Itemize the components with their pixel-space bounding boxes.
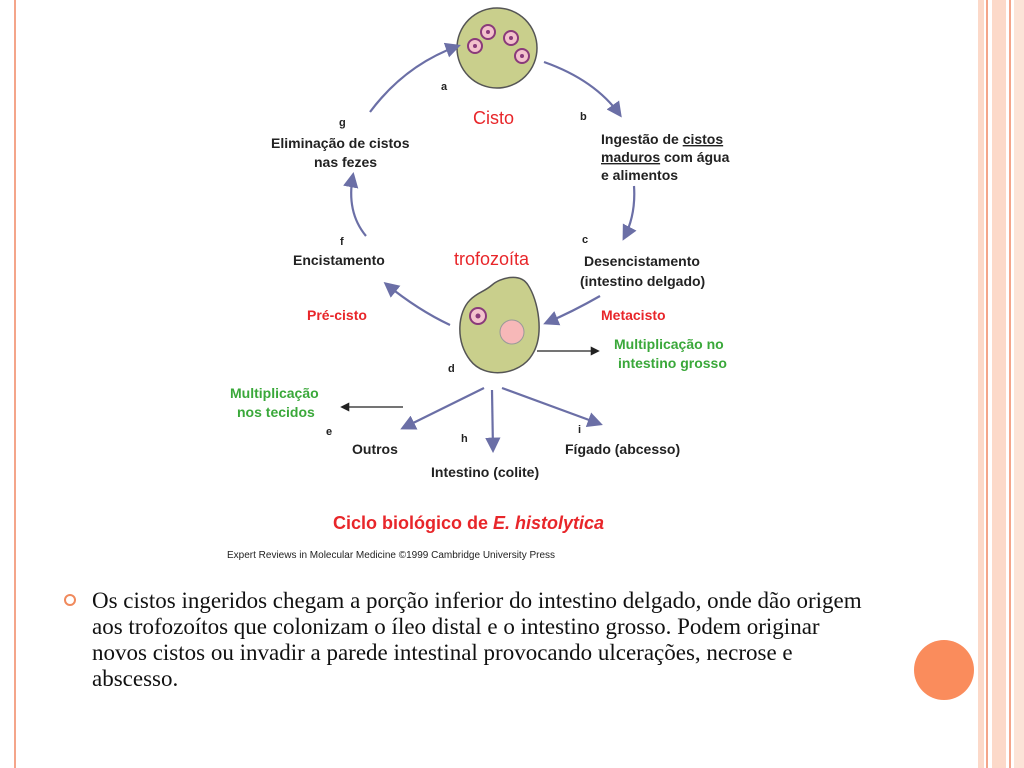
diagram-caption-prefix: Ciclo biológico de <box>333 513 493 533</box>
ingestion-label-line1: Ingestão de cistos <box>601 131 723 147</box>
ingestion-label-line2: maduros com água <box>601 149 730 165</box>
arrow-to-outros <box>400 387 485 430</box>
cyst-illustration <box>456 7 538 89</box>
metacyst-label: Metacisto <box>601 307 666 323</box>
excystation-label-line2: (intestino delgado) <box>580 273 705 289</box>
ingestion-label-underlined-1: cistos <box>683 131 724 147</box>
arrow-cyst-to-ingestion <box>543 60 622 118</box>
stage-letter-a: a <box>441 81 448 93</box>
image-credit: Expert Reviews in Molecular Medicine ©19… <box>227 550 556 561</box>
cyst-label: Cisto <box>473 108 514 128</box>
multiplication-intestine-line1: Multiplicação no <box>614 336 724 352</box>
arrow-to-figado <box>501 386 603 427</box>
multiplication-tissues-line1: Multiplicação <box>230 385 319 401</box>
bullet-circle-icon <box>64 594 76 606</box>
trophozoite-label: trofozoíta <box>454 249 530 269</box>
multiplication-intestine-line2: intestino grosso <box>618 355 727 371</box>
diagram-caption: Ciclo biológico de E. histolytica <box>333 513 604 533</box>
stage-letter-d: d <box>448 363 455 375</box>
ingestion-label-suffix: com água <box>660 149 729 165</box>
intestine-colitis-label: Intestino (colite) <box>431 464 539 480</box>
multiplication-tissues-line2: nos tecidos <box>237 404 315 420</box>
arrow-encystation-to-elimination <box>343 171 367 237</box>
arrow-metacyst-to-trophozoite <box>543 295 601 326</box>
diagram-caption-species: E. histolytica <box>493 513 604 533</box>
bullet-text: Os cistos ingeridos chegam a porção infe… <box>92 588 862 691</box>
arrow-elimination-to-cyst <box>369 42 461 113</box>
stage-letter-e: e <box>326 426 332 438</box>
stage-letter-g: g <box>339 117 346 129</box>
encystation-label: Encistamento <box>293 252 385 268</box>
ingestion-label-prefix: Ingestão de <box>601 131 683 147</box>
ingestion-label-underlined-2: maduros <box>601 149 660 165</box>
stage-letter-b: b <box>580 111 587 123</box>
stage-letter-h: h <box>461 433 468 445</box>
bullet-point: Os cistos ingeridos chegam a porção infe… <box>64 588 864 692</box>
others-label: Outros <box>352 441 398 457</box>
arrow-trophozoite-to-precyst <box>383 282 451 326</box>
arrow-to-intestino <box>485 389 501 454</box>
decorative-circle <box>914 640 974 700</box>
trophozoite-illustration <box>459 276 540 374</box>
slide-frame-right <box>978 0 1024 768</box>
excystation-label-line1: Desencistamento <box>584 253 700 269</box>
stage-letter-f: f <box>340 236 344 248</box>
ingestion-label-line3: e alimentos <box>601 167 678 183</box>
elimination-label-line2: nas fezes <box>314 154 377 170</box>
stage-letter-i: i <box>578 424 581 436</box>
liver-abscess-label: Fígado (abcesso) <box>565 441 680 457</box>
slide-frame-left <box>0 0 16 768</box>
elimination-label-line1: Eliminação de cistos <box>271 135 410 151</box>
stage-letter-c: c <box>582 234 588 246</box>
arrow-ingestion-to-excystation <box>622 185 637 241</box>
precyst-label: Pré-cisto <box>307 307 367 323</box>
